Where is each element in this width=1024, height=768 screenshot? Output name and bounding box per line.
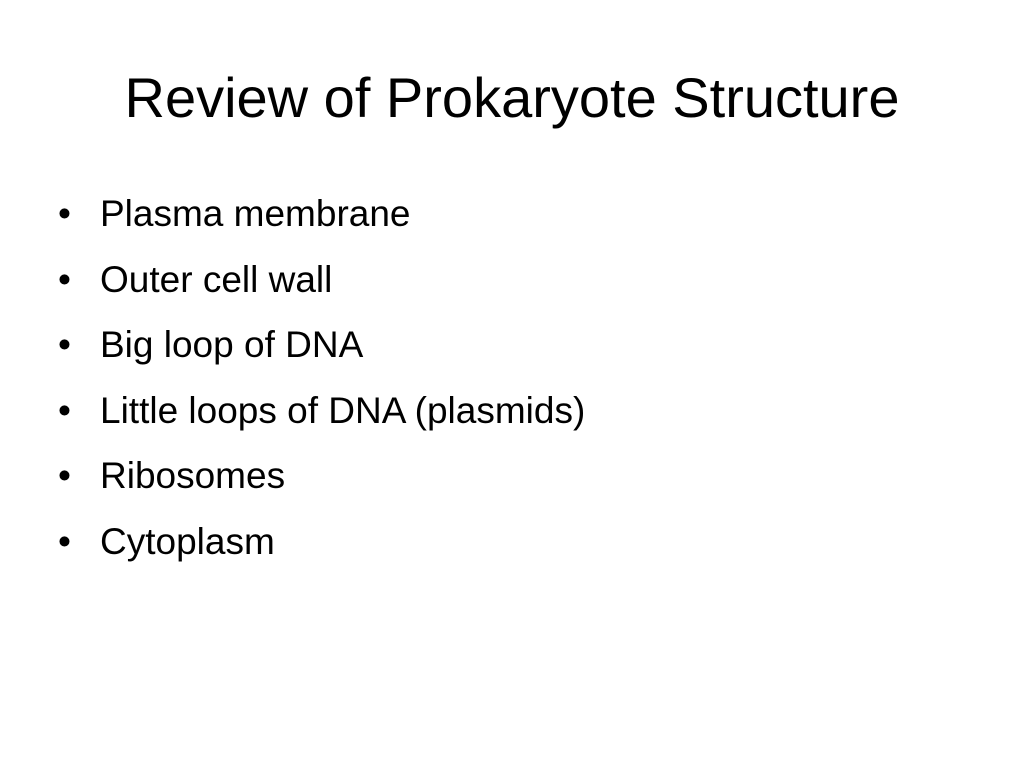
bullet-text: Little loops of DNA (plasmids) xyxy=(100,389,586,431)
bullet-dot-icon: • xyxy=(58,520,71,562)
bullet-text: Outer cell wall xyxy=(100,258,333,300)
bullet-text: Ribosomes xyxy=(100,455,286,496)
bullet-dot-icon: • xyxy=(58,324,71,365)
bullet-dot-icon: • xyxy=(58,193,71,234)
list-item: • Cytoplasm xyxy=(58,514,978,580)
list-item: • Big loop of DNA xyxy=(58,317,978,383)
bullet-text: Big loop of DNA xyxy=(100,324,364,365)
bullet-dot-icon: • xyxy=(58,455,71,496)
list-item: • Plasma membrane xyxy=(58,186,978,252)
bullet-text: Plasma membrane xyxy=(100,193,411,234)
list-item: • Outer cell wall xyxy=(58,252,978,318)
bullet-text: Cytoplasm xyxy=(100,520,275,562)
list-item: • Ribosomes xyxy=(58,448,978,514)
bullet-dot-icon: • xyxy=(58,389,71,431)
slide-title: Review of Prokaryote Structure xyxy=(124,66,900,129)
bullet-dot-icon: • xyxy=(58,258,71,300)
list-item: • Little loops of DNA (plasmids) xyxy=(58,383,978,449)
bullet-list: • Plasma membrane • Outer cell wall • Bi… xyxy=(58,186,978,579)
